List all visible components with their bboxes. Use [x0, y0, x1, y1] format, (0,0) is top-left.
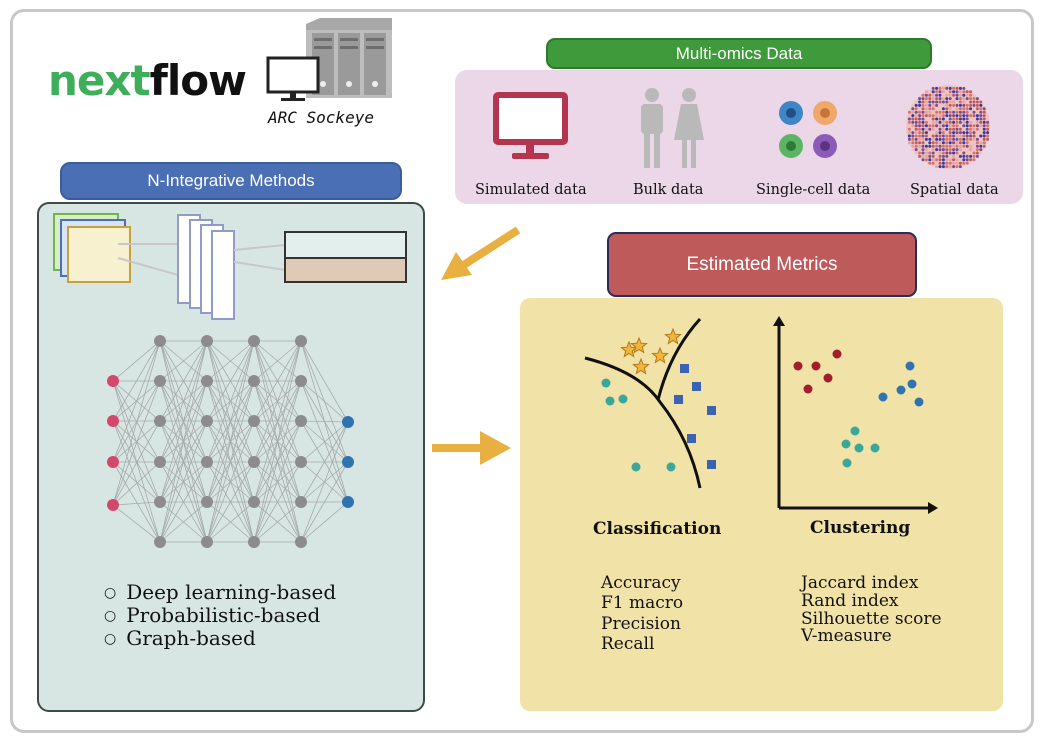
nextflow-logo: nextflow	[48, 60, 247, 102]
metric-rand-index: Rand index	[801, 590, 899, 611]
server-icon	[306, 18, 392, 98]
diagram-frame	[10, 9, 1034, 733]
metrics-title: Estimated Metrics	[607, 232, 917, 297]
metric-f1-macro: F1 macro	[601, 593, 684, 614]
clustering-plot-icon	[773, 316, 938, 514]
method-item-probabilistic: Probabilistic-based	[104, 604, 336, 627]
method-item-deep-learning: Deep learning-based	[104, 581, 336, 604]
monitor-icon	[493, 92, 568, 159]
spatial-icon	[906, 85, 990, 169]
metric-jaccard-index: Jaccard index	[801, 573, 919, 593]
logo-part-next: next	[48, 56, 151, 105]
clustering-title: Clustering	[810, 518, 911, 538]
cells-icon	[779, 101, 837, 158]
omics-label-spatial: Spatial data	[910, 182, 999, 198]
classification-plot-icon	[584, 317, 716, 489]
methods-list: Deep learning-based Probabilistic-based …	[104, 581, 336, 650]
metric-recall: Recall	[601, 634, 655, 655]
arc-sockeye-label: ARC Sockeye	[268, 108, 374, 127]
metric-precision: Precision	[601, 613, 681, 634]
people-icon	[641, 88, 704, 168]
omics-label-simulated: Simulated data	[475, 182, 587, 198]
neural-network-icon	[107, 335, 354, 548]
methods-title: N-Integrative Methods	[60, 162, 402, 200]
classification-metrics-list: Accuracy F1 macro Precision Recall	[601, 573, 683, 655]
arrow-methods-to-metrics-icon	[432, 431, 511, 465]
feature-maps-icon	[53, 213, 407, 320]
classification-title: Classification	[593, 519, 722, 539]
metrics-panel	[520, 298, 1003, 711]
omics-title: Multi-omics Data	[546, 38, 932, 69]
metric-silhouette-score: Silhouette score	[801, 608, 942, 629]
arrow-omics-to-methods-icon	[441, 226, 521, 280]
omics-label-single-cell: Single-cell data	[756, 182, 871, 198]
metric-accuracy: Accuracy	[601, 573, 681, 593]
clustering-metrics-list: Jaccard index Rand index Silhouette scor…	[801, 573, 942, 647]
method-item-graph: Graph-based	[104, 627, 336, 650]
desktop-monitor-icon	[266, 56, 320, 101]
omics-label-bulk: Bulk data	[633, 182, 704, 198]
metric-v-measure: V-measure	[801, 626, 892, 647]
logo-part-flow: flow	[149, 56, 247, 105]
